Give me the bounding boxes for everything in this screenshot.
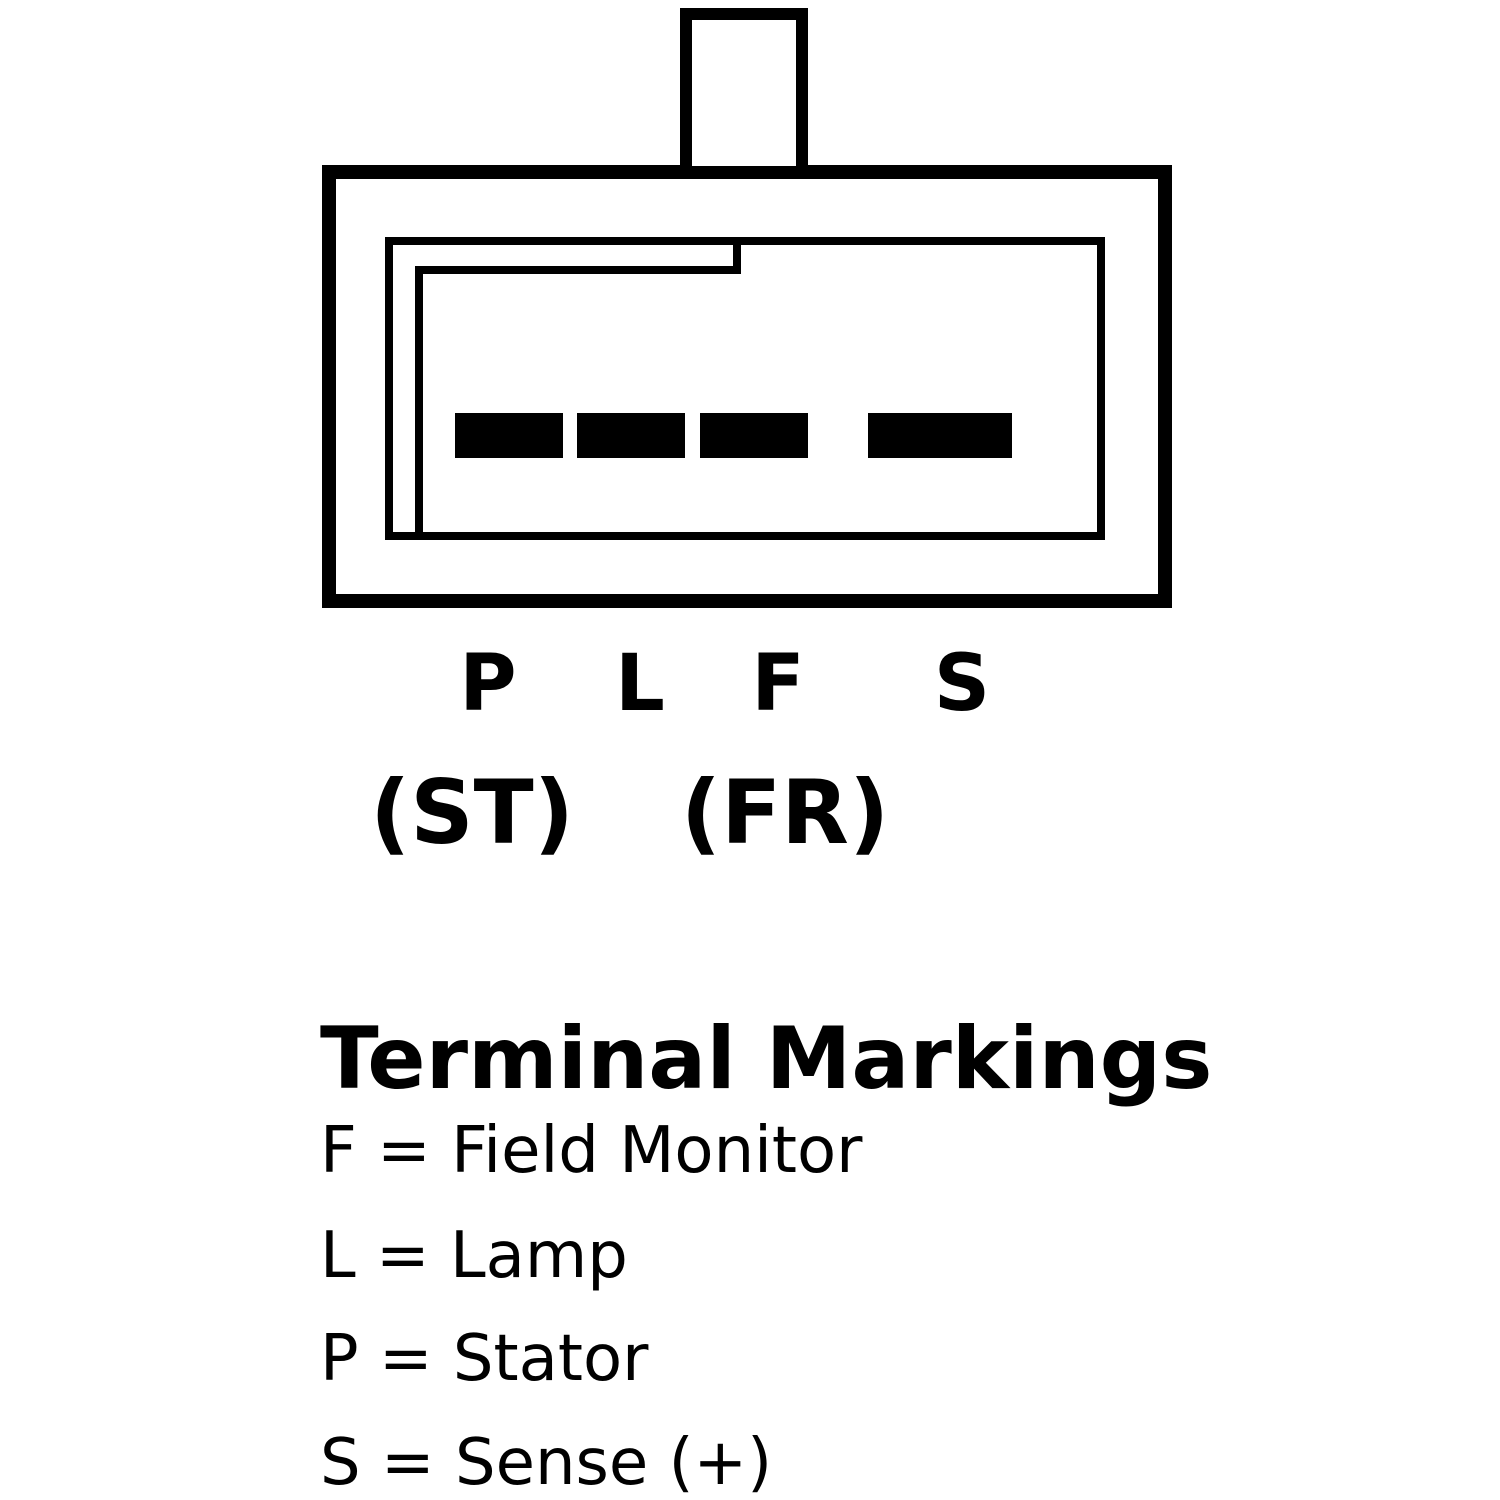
- terminal-pin-bar-1: [455, 413, 563, 458]
- terminal-label-s: S: [934, 639, 990, 729]
- connector-inner-outline: [385, 237, 1105, 540]
- sub-label-st: (ST): [370, 761, 574, 864]
- terminal-pin-bar-2: [577, 413, 685, 458]
- sub-label-fr: (FR): [681, 761, 889, 864]
- terminal-pin-bar-4: [868, 413, 1012, 458]
- terminal-label-l: L: [615, 639, 665, 729]
- legend-entry-lamp: L = Lamp: [320, 1219, 628, 1293]
- legend-title: Terminal Markings: [320, 1009, 1212, 1109]
- legend-entry-stator: P = Stator: [320, 1322, 649, 1396]
- connector-tab: [680, 8, 808, 178]
- legend-entry-field-monitor: F = Field Monitor: [320, 1114, 863, 1188]
- legend-entry-sense: S = Sense (+): [320, 1426, 772, 1500]
- connector-key-notch: [415, 241, 741, 536]
- terminal-pin-bar-3: [700, 413, 808, 458]
- terminal-label-p: P: [459, 639, 516, 729]
- terminal-label-f: F: [751, 639, 804, 729]
